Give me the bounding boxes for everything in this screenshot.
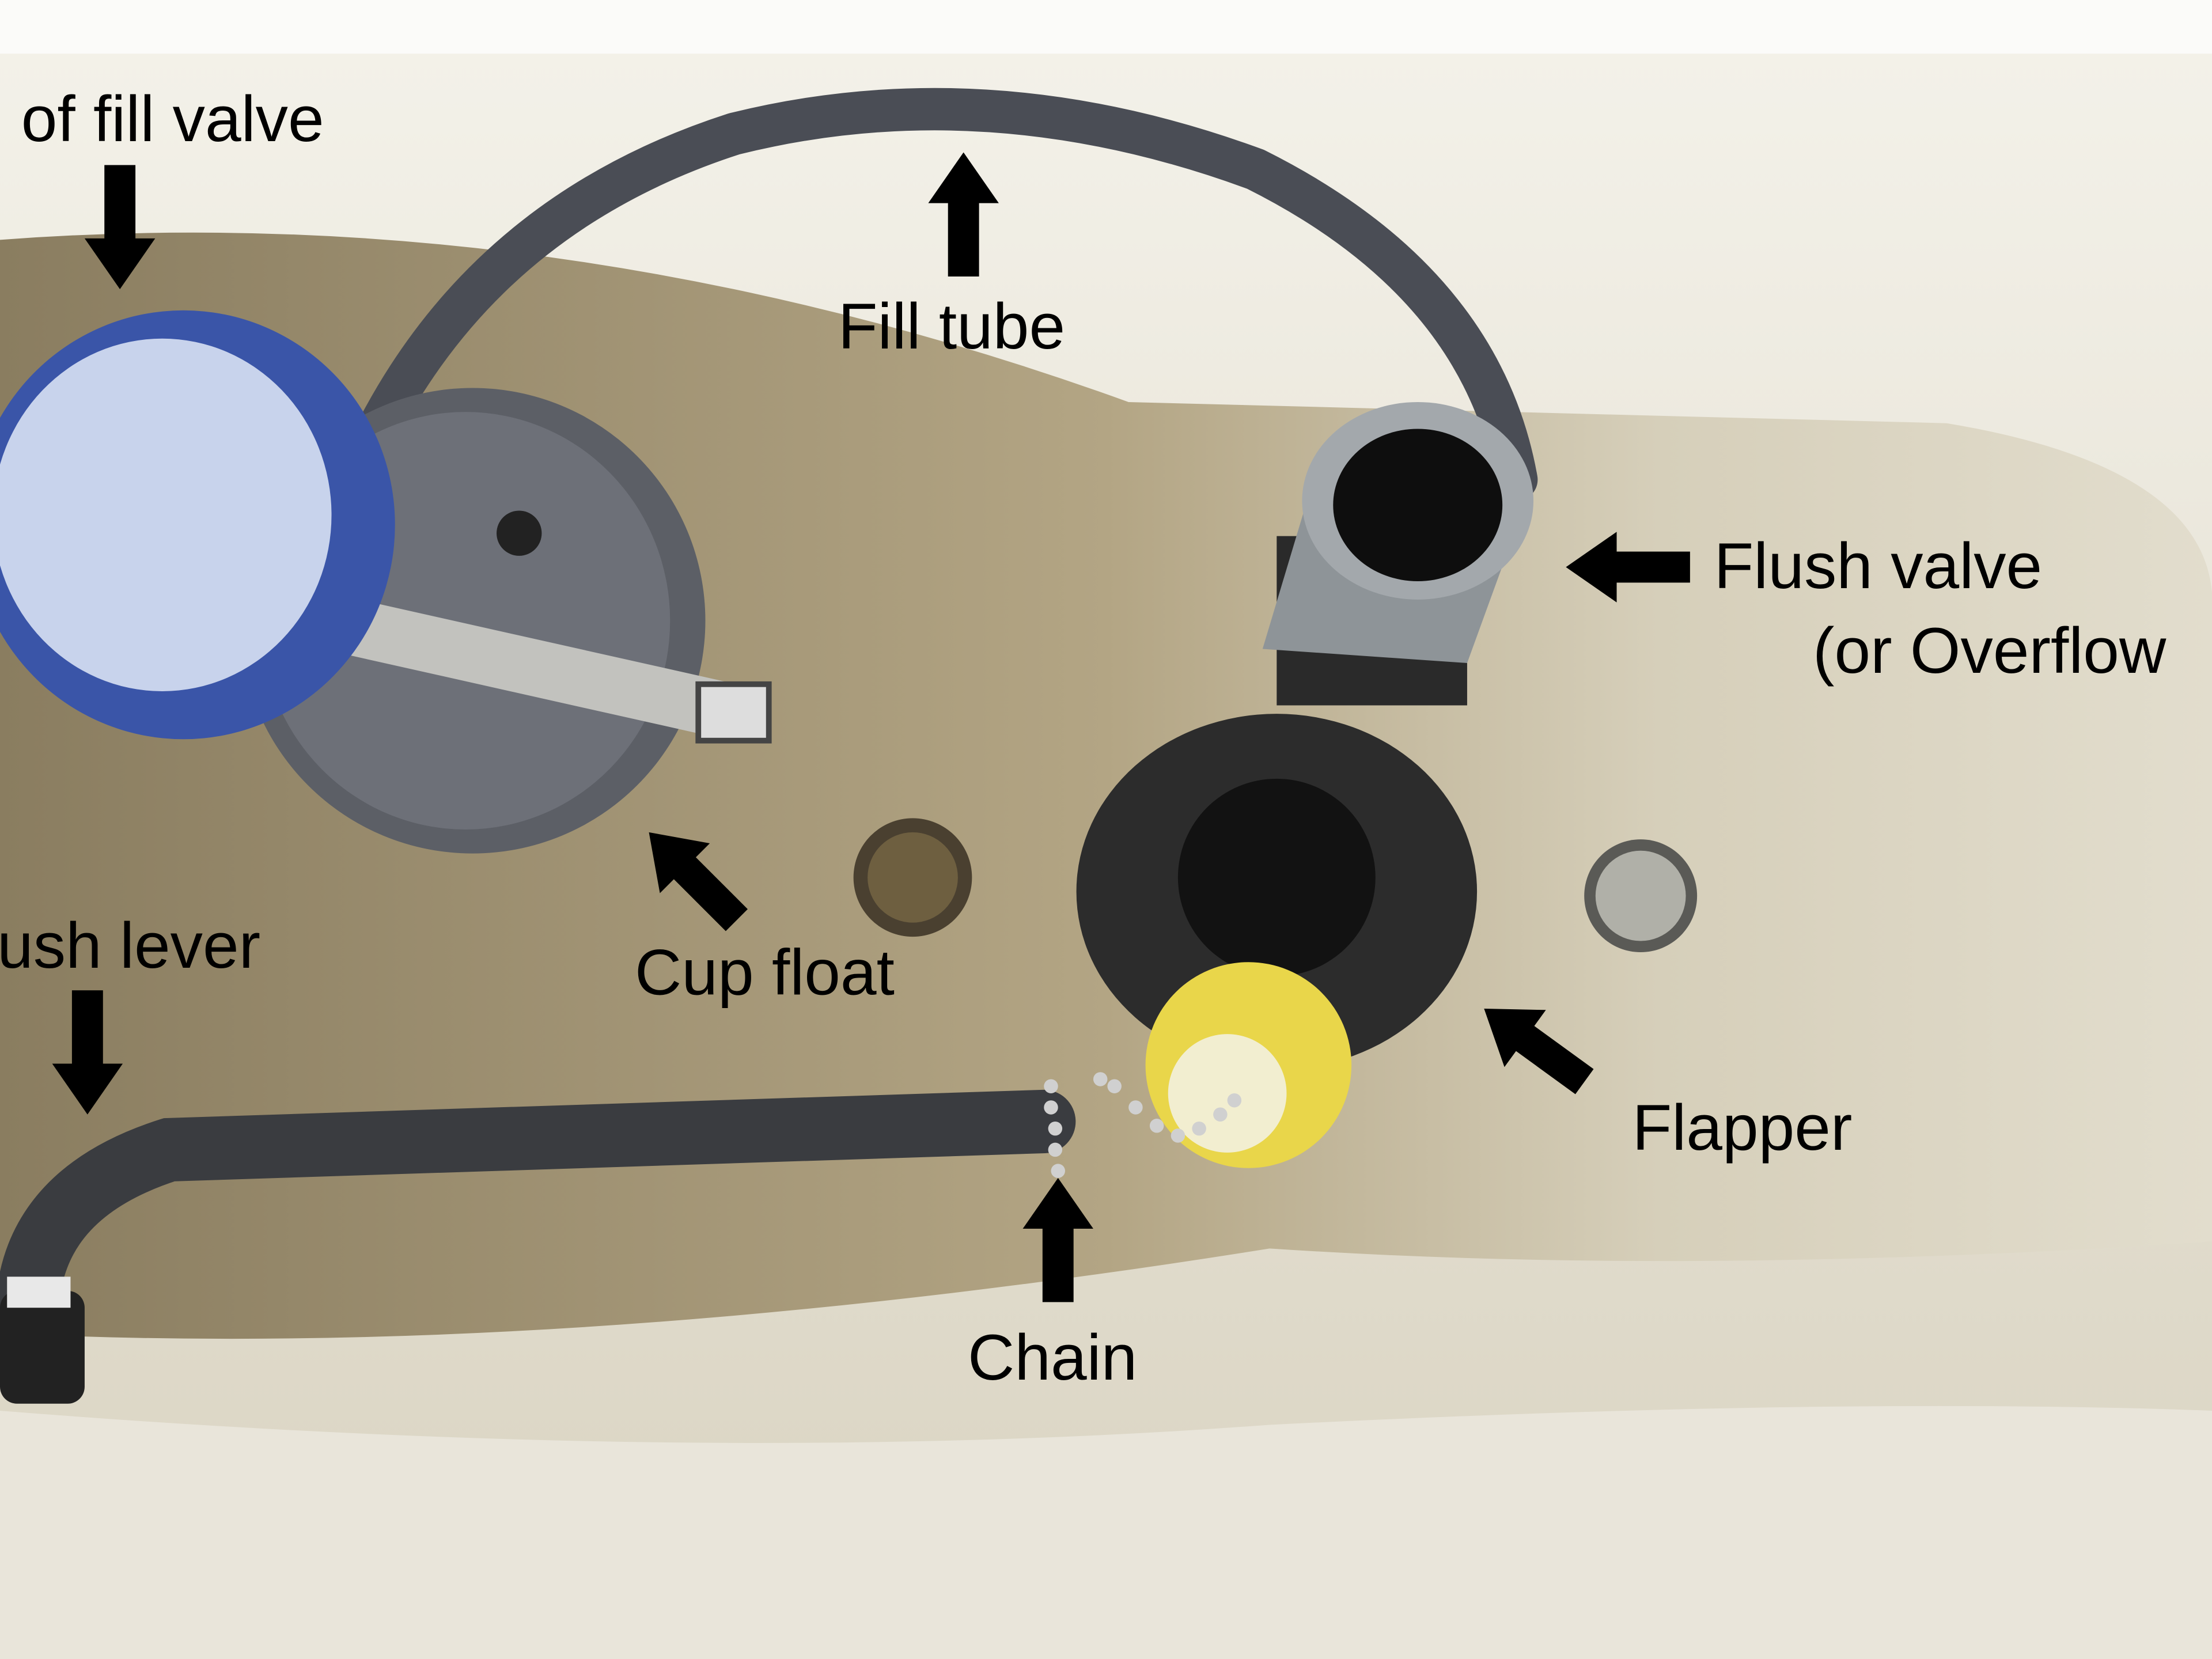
fill-tube — [359, 88, 1538, 501]
label-fill-tube: Fill tube — [838, 290, 1065, 362]
background-wall — [0, 0, 2212, 54]
chain — [1044, 1072, 1242, 1178]
label-flush-valve: Flush valve — [1714, 529, 2043, 602]
flush-lever-arm — [0, 1089, 1076, 1404]
label-fill-valve: of fill valve — [21, 82, 324, 155]
label-flush-valve-alt: (or Overflow — [1813, 614, 2166, 687]
tank-bolt-head — [1595, 850, 1686, 941]
tank-front-rim — [0, 1406, 2212, 1659]
tank-bolt-head — [868, 832, 958, 923]
fill-valve-cap — [0, 310, 395, 740]
label-flapper: Flapper — [1632, 1091, 1852, 1164]
flapper — [1076, 714, 1478, 1168]
flush-valve — [1262, 402, 1534, 706]
label-cup-float: Cup float — [635, 936, 895, 1009]
label-chain: Chain — [968, 1321, 1137, 1393]
label-flush-lever: ush lever — [0, 909, 260, 982]
